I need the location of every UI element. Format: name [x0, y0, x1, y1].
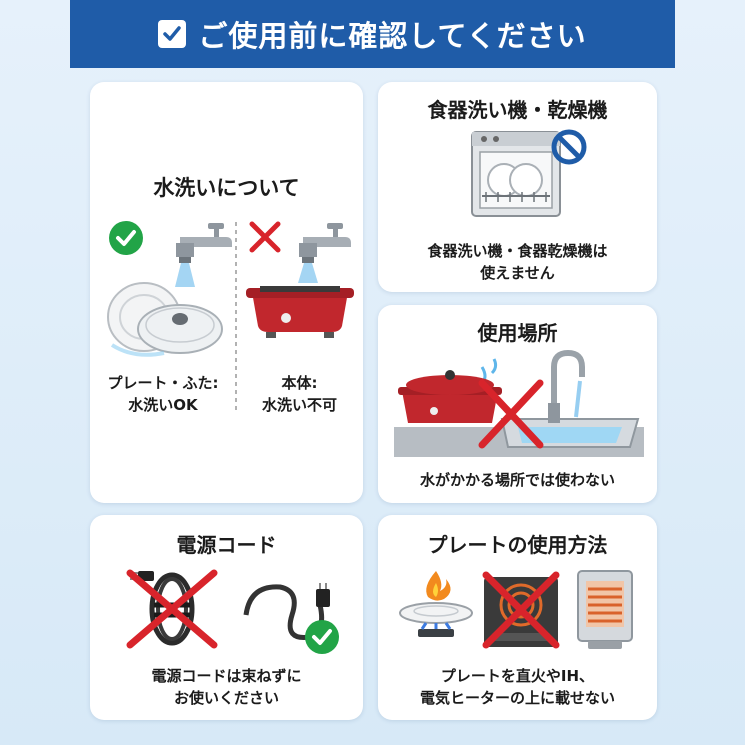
ih-cooktop-image [482, 571, 560, 649]
electric-heater-image [577, 570, 633, 649]
prohibited-icon [551, 129, 587, 165]
card-cord: 電源コード 電源コードは束ねずに お使いください [90, 515, 363, 720]
dishwasher-title: 食器洗い機・乾燥機 [427, 98, 608, 122]
plate-caption-2: 電気ヒーターの上に載せない [419, 689, 615, 707]
ok-caption-2: 水洗いOK [128, 396, 198, 414]
ng-caption-1: 本体: [281, 374, 318, 392]
cord-title: 電源コード [176, 533, 277, 557]
card-plate-usage: プレートの使用方法 プレートを直火やIH、 電気ヒーターの上に載せない [378, 515, 657, 720]
ok-caption-1: プレート・ふた: [107, 374, 219, 392]
location-title: 使用場所 [477, 321, 558, 345]
ng-caption-2: 水洗い不可 [261, 396, 337, 414]
cord-caption-2: お使いください [173, 689, 279, 707]
plate-and-lid-image [107, 282, 223, 357]
plate-title: プレートの使用方法 [427, 533, 608, 557]
page-title: ご使用前に確認してください [198, 19, 587, 53]
header-banner: ご使用前に確認してください [70, 0, 675, 68]
checkbox-icon [158, 20, 187, 48]
ng-cross-icon [249, 221, 281, 253]
bundled-cord-image [126, 569, 218, 649]
washing-title: 水洗いについて [153, 176, 300, 200]
hotplate-body-image [246, 286, 354, 338]
ok-check-icon [305, 620, 339, 654]
card-location: 使用場所 水がかかる場所では使わない [378, 305, 657, 503]
faucet-icon [298, 223, 351, 283]
plate-caption-1: プレートを直火やIH、 [440, 667, 595, 685]
gas-stove-image [399, 571, 473, 637]
cord-caption-1: 電源コードは束ねずに [151, 667, 302, 685]
ok-check-icon [109, 221, 143, 255]
dishwasher-image [471, 131, 561, 217]
dishwasher-caption-1: 食器洗い機・食器乾燥機は [427, 242, 608, 260]
card-dishwasher: 食器洗い機・乾燥機 食器洗い機・食器乾燥機は 使えません [378, 82, 657, 292]
card-washing: 水洗いについて [90, 82, 363, 503]
dishwasher-caption-2: 使えません [480, 264, 555, 282]
faucet-icon [175, 223, 232, 287]
sink-scene-image [394, 349, 644, 457]
location-caption: 水がかかる場所では使わない [419, 471, 615, 489]
